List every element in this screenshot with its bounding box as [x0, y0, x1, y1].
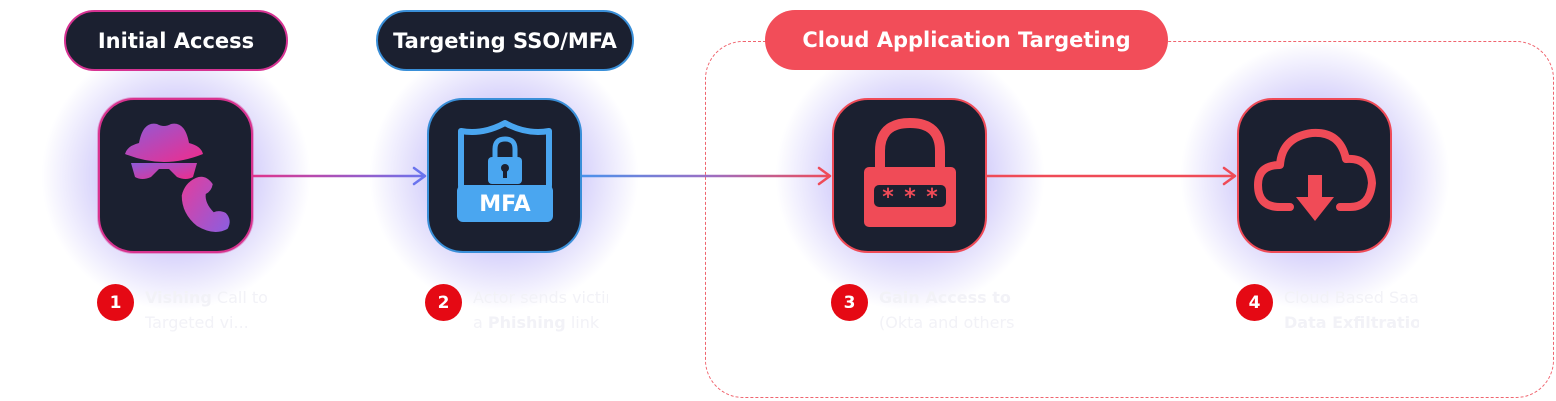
step-number-badge: 1: [97, 284, 134, 321]
hacker-phone-icon: [124, 123, 230, 232]
mfa-label: MFA: [479, 192, 530, 217]
step-4-tile: [1237, 98, 1392, 253]
step-3-description: Gain Access to SSO(Okta and others): [879, 288, 1014, 332]
step-number-badge: 3: [831, 284, 868, 321]
cloud-download-icon: [1253, 128, 1376, 221]
svg-text:*: *: [904, 185, 916, 210]
step-3-tile: * * *: [832, 98, 987, 253]
step-number-badge: 4: [1236, 284, 1273, 321]
arrowhead-4: [1222, 166, 1237, 186]
step-2-tile: MFA: [427, 98, 582, 253]
password-lock-icon: * * *: [863, 117, 956, 227]
arrowhead-3: [817, 166, 832, 186]
arrowhead-2: [412, 166, 427, 186]
mfa-shield-icon: MFA: [456, 119, 553, 222]
svg-text:*: *: [882, 185, 894, 210]
header-cloud-application-targeting: Cloud Application Targeting: [765, 10, 1168, 70]
header-targeting-sso-mfa: Targeting SSO/MFA: [376, 10, 634, 71]
header-initial-access: Initial Access: [64, 10, 288, 71]
step-1-tile: [98, 98, 253, 253]
step-number-badge: 2: [425, 284, 462, 321]
svg-text:*: *: [926, 185, 938, 210]
step-3: 3 Gain Access to SSO(Okta and others): [831, 284, 1014, 335]
